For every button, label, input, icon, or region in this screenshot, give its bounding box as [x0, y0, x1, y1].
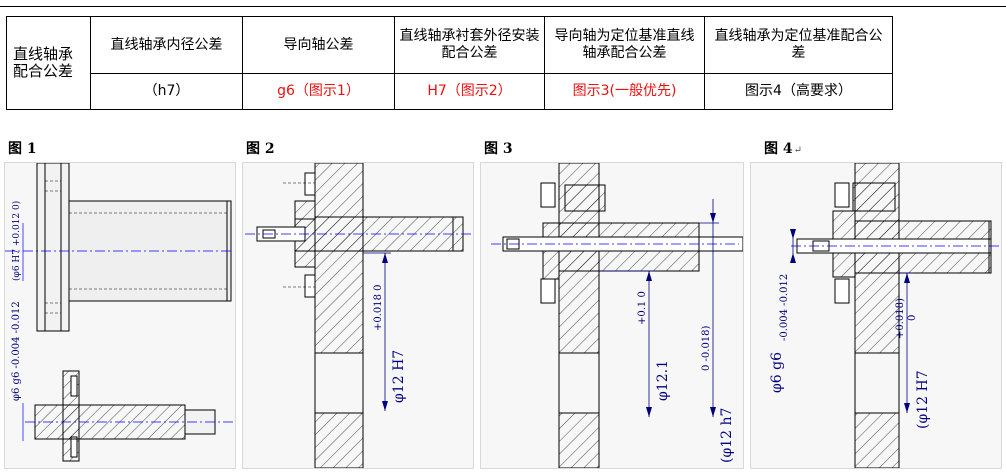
- fig3-dim1: φ12.1: [655, 360, 671, 401]
- figure-2-drawing: φ12 H7 +0.018 0: [242, 162, 474, 469]
- header-shaft: 导向轴公差: [242, 16, 395, 74]
- fig3-dim2: (φ12 h7: [719, 408, 735, 463]
- value-bearing-bore: （h7）: [90, 73, 243, 110]
- figure-1-drawing: (φ6 H7 +0.012 0) φ6 g6 -0.004 -0.012: [4, 162, 236, 469]
- value-shaft: g6（图示1）: [242, 73, 395, 110]
- fig2-tol: +0.018 0: [373, 284, 384, 331]
- fig3-tol2: 0 -0.018): [701, 325, 712, 371]
- header-bearing-datum: 直线轴承为定位基准配合公差: [704, 16, 893, 74]
- top-rule: [0, 6, 1006, 7]
- fig1-dim-lower: φ6 g6 -0.004 -0.012: [11, 301, 22, 401]
- fig4-dim-right: (φ12 H7: [915, 370, 931, 429]
- header-bearing-bore: 直线轴承内径公差: [90, 16, 243, 74]
- figure-2-label: 图 2: [246, 141, 275, 157]
- value-bearing-datum: 图示4（高要求）: [704, 73, 893, 110]
- value-bushing-od: H7（图示2）: [394, 73, 545, 110]
- tolerance-table: 直线轴承配合公差 直线轴承内径公差 导向轴公差 直线轴承衬套外径安装配合公差 导…: [6, 16, 893, 110]
- figure-3-drawing: φ12.1 +0.1 0 (φ12 h7 0 -0.018): [480, 162, 744, 469]
- fig4-tol-right: +0.018): [895, 298, 906, 339]
- fig3-tol1: +0.1 0: [637, 291, 648, 325]
- fig4-tol-left: -0.004 -0.012: [779, 274, 790, 341]
- fig4-tol-right-2: 0: [907, 315, 918, 321]
- figure-1-label: 图 1: [8, 141, 37, 157]
- row-label: 直线轴承配合公差: [6, 16, 91, 110]
- value-shaft-datum: 图示3(一般优先): [544, 73, 705, 110]
- fig4-dim-left: φ6 g6: [769, 352, 785, 393]
- fig1-dim-upper: (φ6 H7 +0.012 0): [11, 201, 22, 281]
- header-shaft-datum: 导向轴为定位基准直线轴承配合公差: [544, 16, 705, 74]
- header-bushing-od: 直线轴承衬套外径安装配合公差: [394, 16, 545, 74]
- figure-3-label: 图 3: [484, 141, 513, 157]
- figure-4-label: 图 4↵: [764, 141, 803, 157]
- fig2-dim: φ12 H7: [391, 350, 407, 403]
- figure-4-drawing: φ6 g6 -0.004 -0.012 (φ12 H7 +0.018) 0: [750, 162, 1002, 469]
